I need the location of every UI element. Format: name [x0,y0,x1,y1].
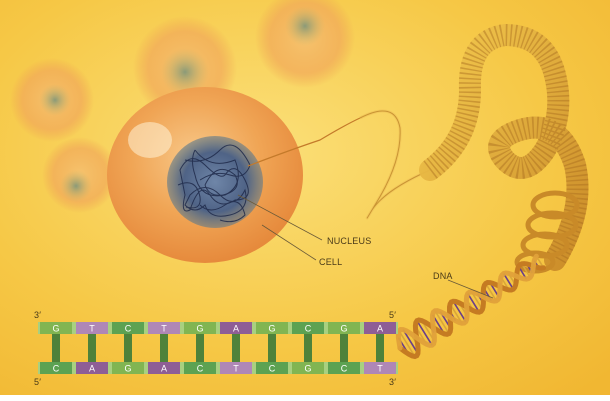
bottom-margin [0,395,610,401]
top-base-letter: G [196,324,203,334]
label-cell: CELL [319,257,342,267]
top-base-letter: C [305,324,312,334]
base-pair-rung [304,334,312,362]
base-pair-rung [376,334,384,362]
base-pair-rung [88,334,96,362]
base-pair-rung [268,334,276,362]
top-base-letter: A [377,324,383,334]
bottom-base-letter: C [197,364,204,374]
main-cell [107,87,303,263]
bottom-base-letter: T [233,364,239,374]
background-cell-nucleus [60,170,92,202]
top-base-letter: G [268,324,275,334]
top-base-letter: T [89,324,95,334]
base-pair-rung [196,334,204,362]
bottom-base-letter: C [341,364,348,374]
background-cell-nucleus [39,84,71,116]
top-base-letter: G [340,324,347,334]
base-pair-rung [340,334,348,362]
strand-end-bottom-right: 3′ [389,377,396,387]
bottom-base-letter: C [269,364,276,374]
strand-end-top-right: 5′ [389,310,396,320]
bottom-base-letter: T [377,364,383,374]
base-pair-rung [124,334,132,362]
strand-end-top-left: 3′ [34,310,41,320]
bottom-base-letter: A [89,364,95,374]
top-base-letter: A [233,324,239,334]
bottom-base-letter: A [161,364,167,374]
bottom-base-letter: G [304,364,311,374]
top-base-letter: C [125,324,132,334]
base-pair-rung [232,334,240,362]
nucleus [167,136,263,228]
background-cell-nucleus [285,6,325,46]
top-base-letter: G [52,324,59,334]
base-pair-rung [52,334,60,362]
top-base-letter: T [161,324,167,334]
bottom-base-letter: C [53,364,60,374]
bottom-base-letter: G [124,364,131,374]
cell-highlight [128,122,172,158]
strand-end-bottom-left: 5′ [34,377,41,387]
label-dna: DNA [433,271,453,281]
label-nucleus: NUCLEUS [327,236,371,246]
base-pair-rung [160,334,168,362]
